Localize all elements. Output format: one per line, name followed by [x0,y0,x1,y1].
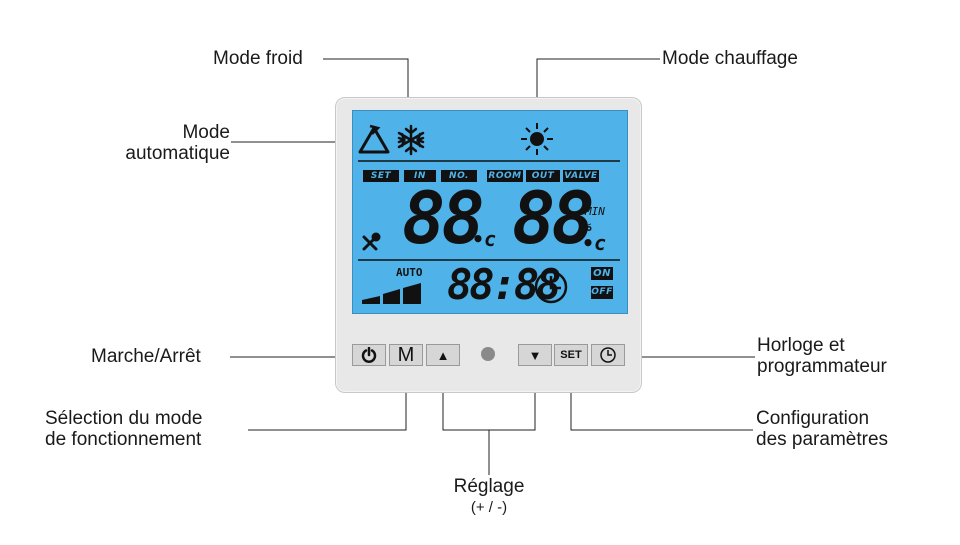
label-marche-arret: Marche/Arrêt [91,346,201,367]
unit-min: MIN [585,205,605,218]
label-config-2: des paramètres [756,429,889,450]
fan-speed-bars [362,283,421,304]
label-horloge-2: programmateur [757,356,887,377]
set-button[interactable]: SET [554,344,588,366]
up-button[interactable]: ▲ [426,344,460,366]
auto-label: AUTO [396,266,423,279]
label-mode-froid: Mode froid [213,48,303,69]
tag-room: ROOM [487,170,523,182]
label-mode-auto-1: Mode [182,122,230,143]
auto-mode-icon [358,124,390,154]
tag-out: OUT [526,170,560,182]
tag-no: NO. [441,170,477,182]
temp-left-display: 88 [402,176,485,260]
temp-left-unit: •c [472,227,497,251]
temp-right-display: 88 [512,176,595,260]
mode-button[interactable]: M [389,344,423,366]
label-horloge-1: Horloge et [757,335,845,356]
clock-icon [600,347,616,363]
sun-icon [521,123,553,155]
lcd-screen [352,110,628,314]
power-button[interactable] [352,344,386,366]
tools-icon [362,232,381,251]
tag-valve: VALVE [563,170,599,182]
tag-in: IN [404,170,436,182]
label-mode-chauffage: Mode chauffage [662,48,798,69]
off-indicator: OFF [591,286,613,299]
temp-right-unit: •c [582,231,607,255]
label-selection-2: de fonctionnement [45,429,202,450]
label-reglage: Réglage [453,476,525,497]
on-indicator: ON [591,267,613,280]
label-reglage-sub: (+ / -) [470,499,508,516]
clock-icon [534,270,568,304]
label-mode-auto-2: automatique [125,143,230,164]
label-config-1: Configuration [756,408,870,429]
label-selection-1: Sélection du mode [45,408,203,429]
down-button[interactable]: ▼ [518,344,552,366]
clock-button[interactable] [591,344,625,366]
clock-display: 88:88 [447,260,561,309]
power-icon [361,347,377,363]
indicator-led [481,347,495,361]
unit-percent: % [582,216,592,235]
snowflake-icon [397,124,425,156]
tag-set: SET [363,170,399,182]
